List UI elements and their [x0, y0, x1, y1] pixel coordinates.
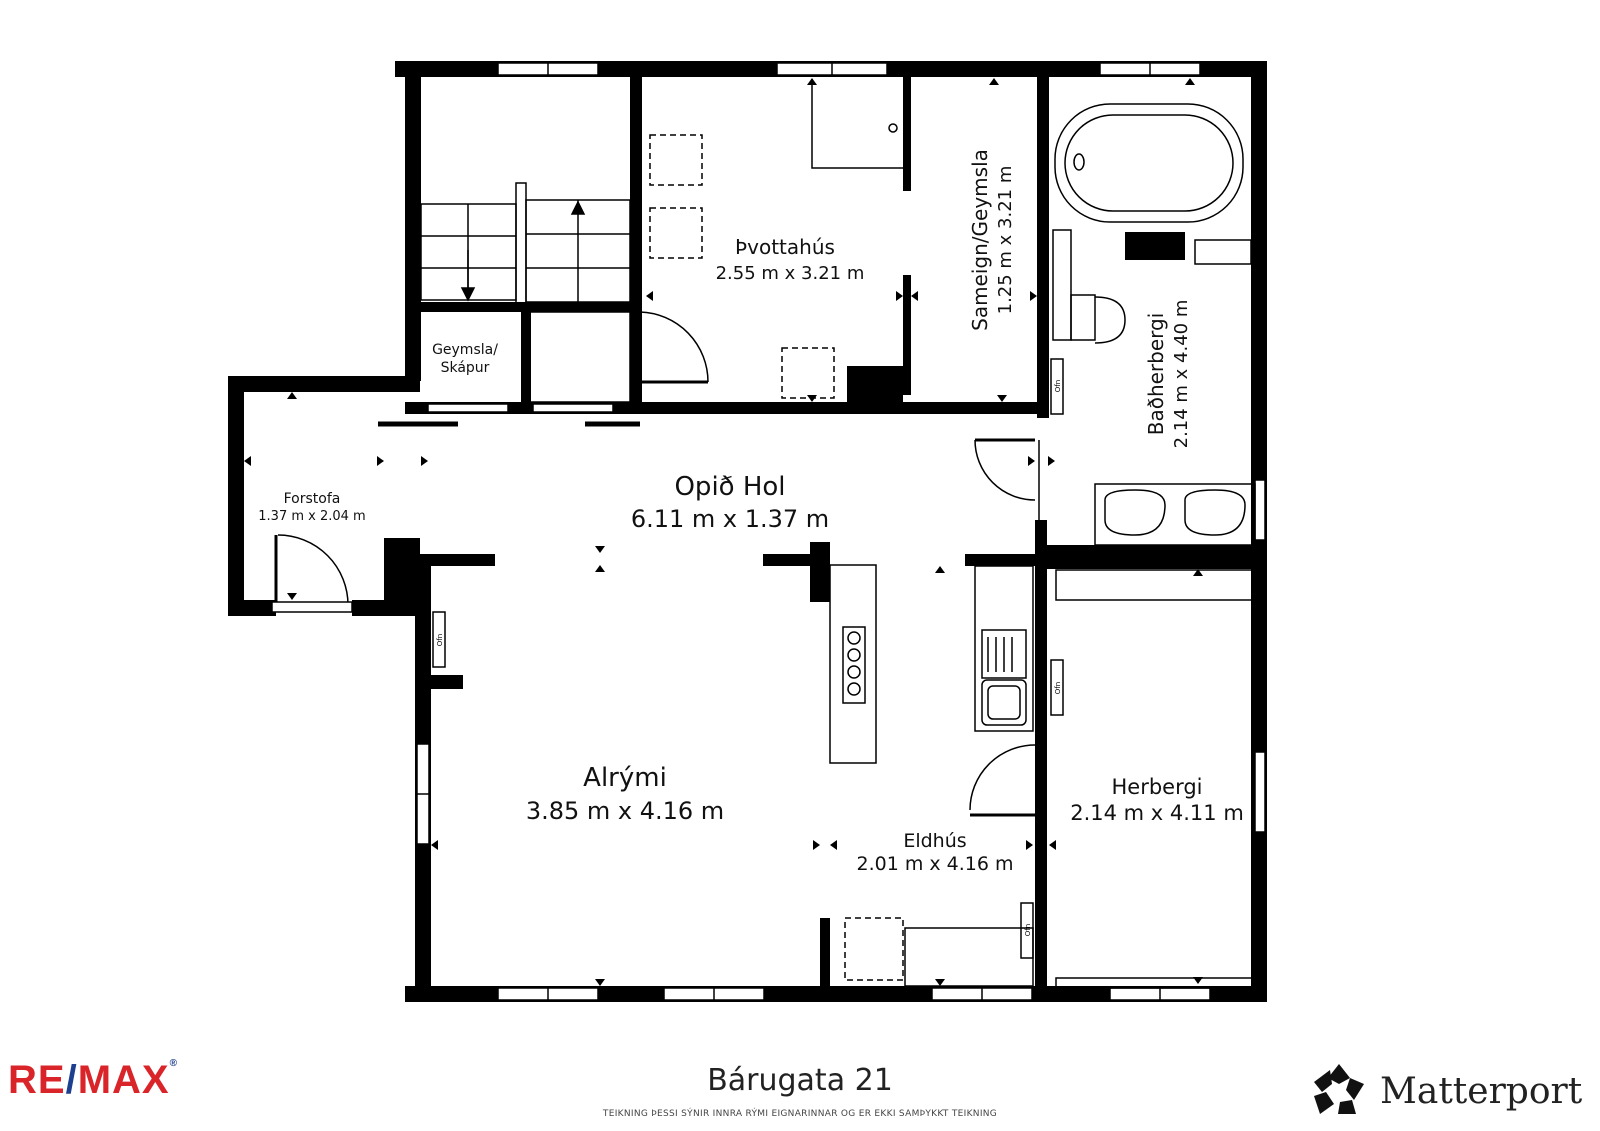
label-sameign: Sameign/Geymsla [968, 149, 992, 331]
label-opid-hol: Opið Hol [674, 472, 785, 502]
walls [228, 61, 1267, 1002]
label-ofn-eldhus: Ofn [1024, 924, 1032, 936]
size-eldhus: 2.01 m x 4.16 m [856, 853, 1013, 875]
size-badherbergi: 2.14 m x 4.40 m [1171, 300, 1192, 449]
label-geymsla-1: Geymsla/ [432, 342, 498, 358]
size-opid-hol: 6.11 m x 1.37 m [631, 505, 829, 533]
remax-logo: RE/MAX® [8, 1058, 178, 1102]
label-eldhus: Eldhús [903, 830, 966, 852]
matterport-logo: Matterport [1310, 1062, 1582, 1120]
room-labels: Þvottahús 2.55 m x 3.21 m Sameign/Geymsl… [258, 149, 1244, 936]
size-forstofa: 1.37 m x 2.04 m [258, 509, 365, 524]
doors [271, 311, 1040, 820]
stairs [420, 182, 631, 403]
label-alrymi: Alrými [583, 763, 667, 793]
size-thvottahus: 2.55 m x 3.21 m [716, 263, 865, 284]
label-forstofa: Forstofa [284, 491, 341, 507]
label-ofn-herbergi: Ofn [1054, 682, 1062, 694]
windows [416, 62, 1266, 1001]
matterport-icon [1314, 1064, 1364, 1114]
label-ofn-bath: Ofn [1054, 380, 1062, 392]
disclaimer: TEIKNING ÞESSI SÝNIR INNRA RÝMI EIGNARIN… [602, 1109, 998, 1119]
label-herbergi: Herbergi [1111, 775, 1202, 799]
size-herbergi: 2.14 m x 4.11 m [1070, 801, 1244, 825]
address-title: Bárugata 21 [707, 1063, 893, 1098]
size-sameign: 1.25 m x 3.21 m [995, 166, 1016, 315]
label-ofn-alrymi: Ofn [436, 634, 444, 646]
label-geymsla-2: Skápur [441, 360, 490, 376]
label-badherbergi: Baðherbergi [1144, 313, 1168, 436]
label-thvottahus: Þvottahús [735, 235, 835, 259]
size-alrymi: 3.85 m x 4.16 m [526, 797, 724, 825]
markers [244, 78, 1263, 986]
fixtures [432, 79, 1264, 989]
matterport-text: Matterport [1380, 1070, 1583, 1112]
